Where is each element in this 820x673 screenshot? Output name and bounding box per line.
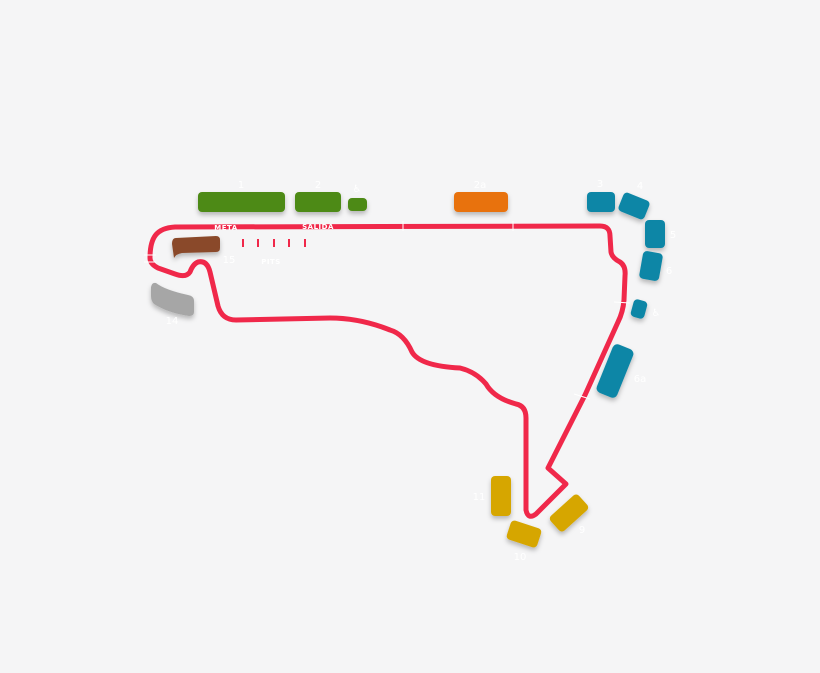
stand-label: 10: [514, 552, 527, 563]
stand-2a[interactable]: [454, 192, 508, 212]
stand-4[interactable]: [617, 191, 650, 220]
stand-accessible-green[interactable]: [348, 198, 367, 211]
stand-label: 6a: [634, 374, 647, 385]
stand-label: 4: [637, 181, 643, 192]
accessible-icon: ♿: [353, 184, 362, 195]
stand-11[interactable]: [491, 476, 511, 516]
stand-6[interactable]: [639, 250, 664, 281]
stand-10[interactable]: [506, 520, 543, 549]
accessible-icon: ♿: [652, 308, 661, 319]
stand-label: 5: [670, 230, 676, 241]
stand-3[interactable]: [587, 192, 615, 212]
stand-2[interactable]: [295, 192, 341, 212]
pit-lane-markers: [242, 239, 306, 247]
stand-label: 2a: [474, 180, 487, 191]
stand-accessible-teal[interactable]: [630, 298, 648, 319]
stand-14[interactable]: [151, 282, 194, 316]
race-track: [147, 223, 628, 519]
stand-label: 6: [666, 266, 672, 277]
stand-label: 15: [223, 255, 236, 266]
stand-9[interactable]: [548, 493, 590, 533]
stand-label: 11: [473, 492, 486, 503]
sector-markers: [144, 221, 631, 400]
stand-label: 9: [579, 525, 585, 536]
stand-label: 1: [238, 180, 244, 191]
stand-5[interactable]: [645, 220, 665, 248]
stand-6a[interactable]: [595, 343, 635, 399]
finish-line-label: META: [214, 224, 237, 232]
pits-label: PITS: [261, 258, 281, 266]
stand-1[interactable]: [198, 192, 285, 212]
stand-label: 14: [166, 316, 179, 327]
stand-label: 2: [315, 180, 321, 191]
start-line-label: SALIDA: [302, 223, 334, 231]
stand-15[interactable]: [172, 236, 220, 258]
stand-label: 3: [597, 179, 603, 190]
